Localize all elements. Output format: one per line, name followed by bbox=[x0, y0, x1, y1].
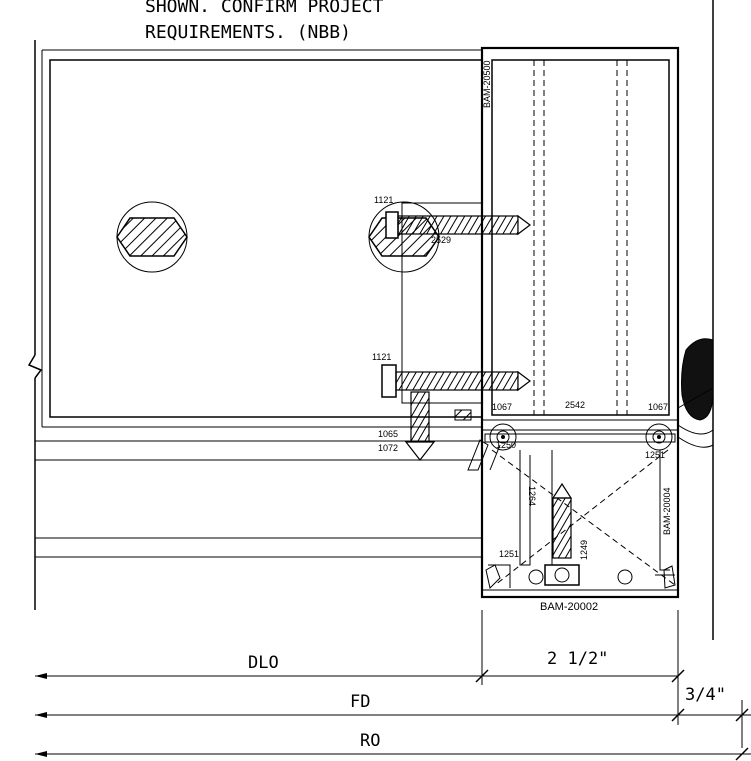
tag-1251-right: 1251 bbox=[645, 450, 665, 460]
note-line-2: REQUIREMENTS. (NBB) bbox=[145, 22, 351, 43]
tag-bam-20004: BAM-20004 bbox=[662, 487, 672, 535]
setting-block-right bbox=[368, 201, 440, 273]
note-line-1: SHOWN. CONFIRM PROJECT bbox=[145, 0, 384, 17]
tag-1121-top: 1121 bbox=[374, 195, 393, 205]
tag-1264: 1264 bbox=[527, 486, 537, 506]
tag-bam-20500: BAM-20500 bbox=[482, 60, 492, 108]
screw-boss-left bbox=[489, 423, 517, 451]
tag-1249: 1249 bbox=[579, 540, 589, 560]
tag-1067-left: 1067 bbox=[492, 402, 512, 412]
tag-bam-20002: BAM-20002 bbox=[540, 601, 598, 613]
dim-dlo-label: DLO bbox=[248, 653, 279, 673]
dimension-ro: RO bbox=[35, 731, 751, 761]
bottom-clip-right bbox=[663, 565, 676, 589]
diagonal-brace bbox=[491, 449, 676, 586]
tag-1251-left: 1251 bbox=[499, 549, 519, 559]
dimension-frame-depth: 2 1/2" bbox=[482, 610, 685, 725]
sealant-bead bbox=[677, 338, 714, 448]
setting-block-left bbox=[116, 201, 188, 273]
dimension-gap: 3/4" bbox=[685, 685, 749, 748]
bottom-clip-left bbox=[485, 564, 501, 589]
screw-boss-right bbox=[645, 423, 673, 451]
tag-1072: 1072 bbox=[378, 443, 398, 453]
wall-break-line bbox=[27, 40, 43, 610]
dim-3-4-label: 3/4" bbox=[685, 685, 726, 705]
tag-2542: 2542 bbox=[565, 400, 585, 410]
mullion-frame bbox=[480, 46, 680, 599]
dim-2-1-2-label: 2 1/2" bbox=[547, 649, 608, 669]
tag-1065: 1065 bbox=[378, 429, 398, 439]
dimension-fd: FD bbox=[35, 692, 751, 722]
dim-ro-label: RO bbox=[360, 731, 380, 751]
dimension-dlo: DLO bbox=[35, 610, 489, 685]
screw-bottom-vertical bbox=[528, 482, 633, 586]
screw-middle bbox=[381, 364, 531, 398]
anchor-clip bbox=[401, 202, 483, 404]
tag-2529: 2529 bbox=[431, 235, 451, 245]
screw-down bbox=[404, 391, 472, 461]
tag-1250: 1250 bbox=[496, 440, 516, 450]
sill-lines bbox=[35, 440, 482, 558]
dim-fd-label: FD bbox=[350, 692, 370, 712]
tag-1067-right: 1067 bbox=[648, 402, 668, 412]
screw-top bbox=[385, 211, 531, 239]
gasket-left bbox=[467, 439, 501, 471]
tag-1121-mid: 1121 bbox=[372, 352, 391, 362]
